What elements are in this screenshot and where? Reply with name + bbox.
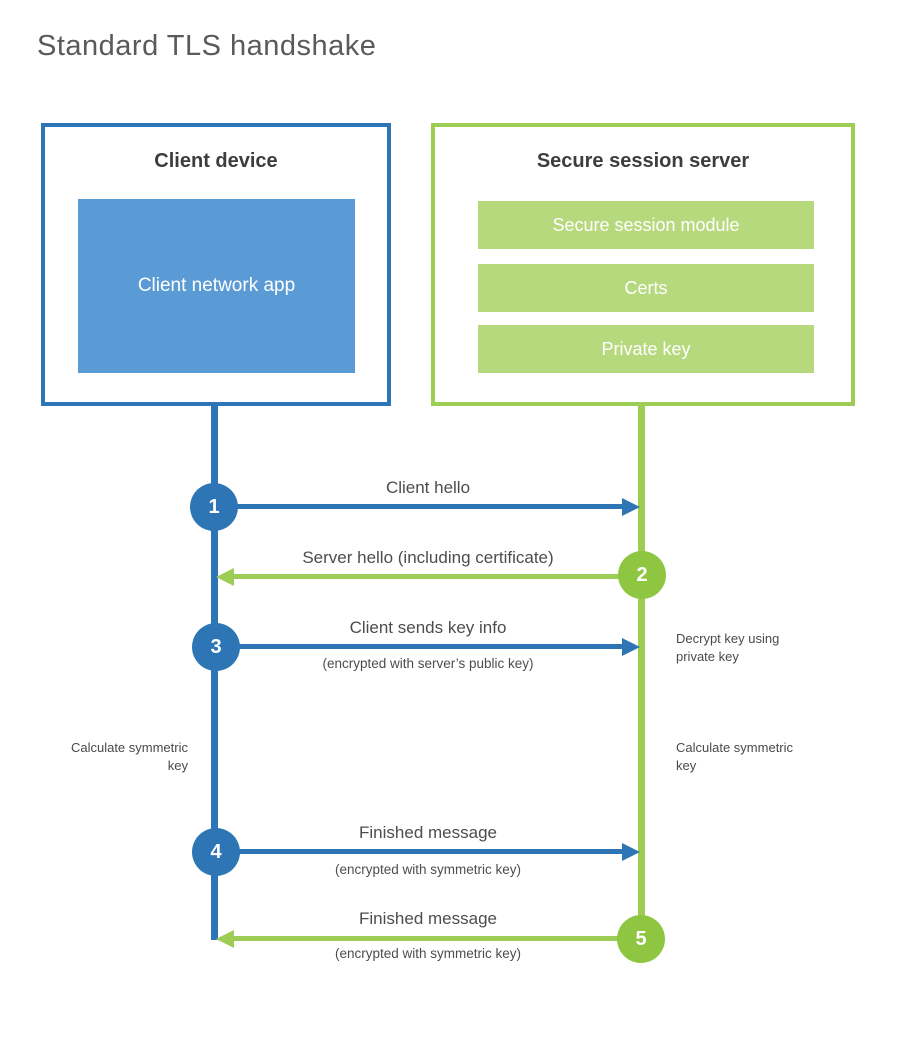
message-3-sublabel: (encrypted with server’s public key): [322, 656, 534, 671]
server-calculate-key-note: Calculate symmetric key: [676, 740, 794, 774]
message-1-label: Client hello: [385, 478, 471, 497]
message-4-label: Finished message: [359, 823, 497, 842]
server-lifeline: [638, 406, 645, 918]
message-3-arrow: [218, 644, 624, 649]
step-circle-2: 2: [618, 551, 666, 599]
message-4-arrow: [218, 849, 624, 854]
message-3-label: Client sends key info: [349, 618, 507, 637]
client-lifeline: [211, 406, 218, 940]
client-calculate-key-note: Calculate symmetric key: [70, 740, 188, 774]
secure-session-server-title: Secure session server: [536, 150, 750, 172]
server-module-private-key: Private key: [478, 325, 814, 373]
message-1-arrowhead-icon: [622, 498, 640, 516]
decrypt-key-note: Decrypt key using private key: [676, 631, 780, 665]
message-3-arrowhead-icon: [622, 638, 640, 656]
client-network-app-box: Client network app: [78, 199, 355, 373]
client-device-box: Client device Client network app: [41, 123, 391, 406]
message-1-arrow: [216, 504, 624, 509]
message-5-arrow: [232, 936, 641, 941]
secure-session-server-box: Secure session server Secure session mod…: [431, 123, 855, 406]
message-5-arrowhead-icon: [216, 930, 234, 948]
message-5-sublabel: (encrypted with symmetric key): [334, 946, 522, 961]
page-title: Standard TLS handshake: [37, 30, 377, 62]
message-5-label: Finished message: [359, 909, 497, 928]
step-circle-4: 4: [192, 828, 240, 876]
step-circle-1: 1: [190, 483, 238, 531]
client-device-title: Client device: [154, 150, 278, 172]
message-2-arrowhead-icon: [216, 568, 234, 586]
message-4-sublabel: (encrypted with symmetric key): [334, 862, 522, 877]
message-2-arrow: [232, 574, 642, 579]
message-2-label: Server hello (including certificate): [302, 548, 554, 567]
message-4-arrowhead-icon: [622, 843, 640, 861]
server-module-secure-session: Secure session module: [478, 201, 814, 249]
step-circle-3: 3: [192, 623, 240, 671]
server-module-certs: Certs: [478, 264, 814, 312]
step-circle-5: 5: [617, 915, 665, 963]
